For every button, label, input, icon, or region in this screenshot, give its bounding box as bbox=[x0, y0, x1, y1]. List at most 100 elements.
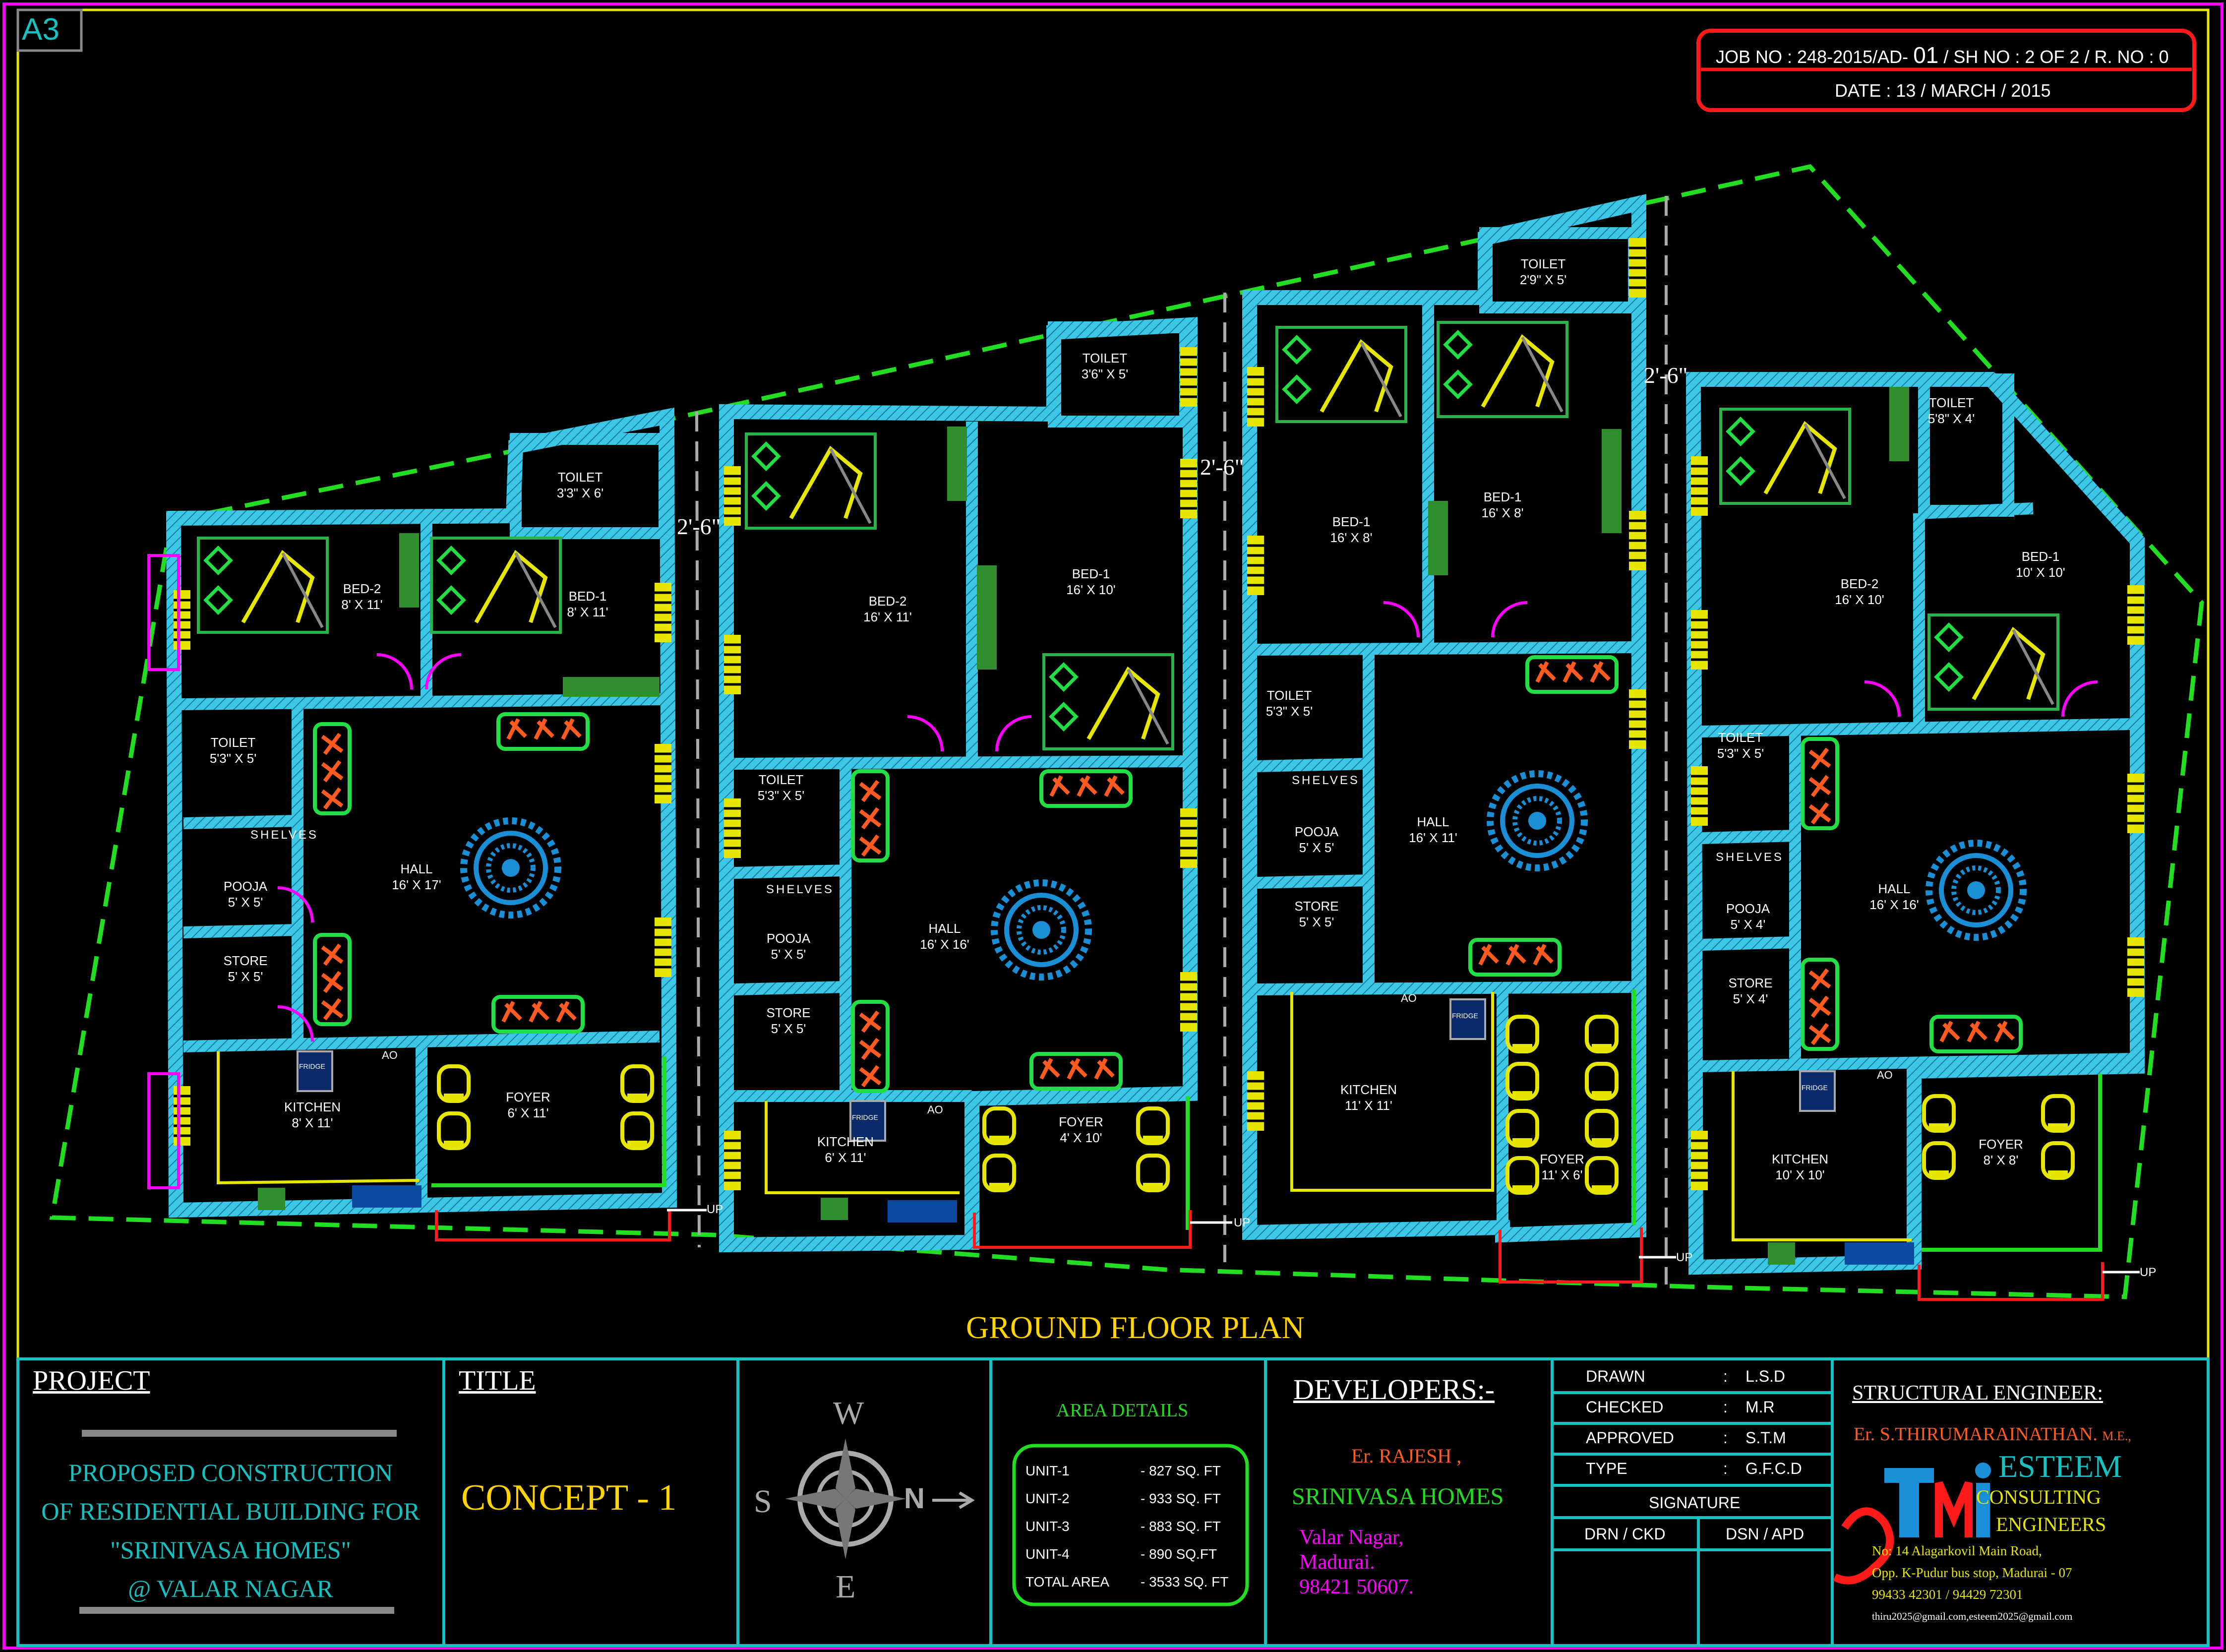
ao-tag-1: AO bbox=[382, 1049, 398, 1061]
room-name: HALL bbox=[928, 921, 961, 936]
room-dimension: 5' X 5' bbox=[1299, 840, 1334, 855]
room-name: BED-1 bbox=[1332, 514, 1371, 529]
approval-sep-1: : bbox=[1723, 1398, 1728, 1416]
room-name: KITCHEN bbox=[1340, 1082, 1397, 1097]
area-value-2: - 883 SQ. FT bbox=[1141, 1519, 1221, 1534]
room-dimension: 5' X 4' bbox=[1730, 917, 1766, 932]
job-num: 01 bbox=[1913, 42, 1939, 68]
dev-addr-1: Valar Nagar, bbox=[1299, 1526, 1404, 1549]
room-dimension: 16' X 17' bbox=[392, 877, 441, 892]
room-dimension: 16' X 16' bbox=[920, 937, 969, 952]
unit-3-plan bbox=[1242, 194, 1646, 1284]
firm-addr-4: thiru2025@gmail.com,esteem2025@gmail.com bbox=[1872, 1610, 2073, 1622]
sheet-size-label: A3 bbox=[22, 12, 60, 47]
room-name: BED-1 bbox=[1072, 566, 1110, 581]
room-dimension: 6' X 11' bbox=[507, 1105, 549, 1120]
room-name: POOJA bbox=[1726, 901, 1770, 916]
room-name: TOILET bbox=[1520, 256, 1566, 271]
room-name: STORE bbox=[1294, 899, 1339, 914]
setback-1: 2'-6" bbox=[677, 514, 721, 539]
dsn-apd-label: DSN / APD bbox=[1726, 1525, 1805, 1543]
room-name: TOILET bbox=[1082, 351, 1128, 366]
area-unit-2: UNIT-3 bbox=[1025, 1519, 1070, 1534]
room-dimension: 16' X 10' bbox=[1835, 592, 1884, 607]
shelves-tag-1: SHELVES bbox=[250, 828, 318, 842]
room-dimension: 11' X 6' bbox=[1541, 1167, 1583, 1182]
area-value-3: - 890 SQ.FT bbox=[1141, 1546, 1217, 1562]
esteem-logo bbox=[1833, 1463, 1991, 1585]
room-name: KITCHEN bbox=[817, 1134, 874, 1149]
room-dimension: 11' X 11' bbox=[1345, 1098, 1392, 1113]
firm-addr-3: 99433 42301 / 94429 72301 bbox=[1872, 1587, 2023, 1602]
unit-1-plan bbox=[147, 407, 677, 1241]
room-name: KITCHEN bbox=[284, 1100, 341, 1114]
firm-sub-2: ENGINEERS bbox=[1996, 1513, 2106, 1535]
project-line-3: "SRINIVASA HOMES" bbox=[110, 1536, 351, 1564]
developer-address: Valar Nagar, Madurai. 98421 50607. bbox=[1299, 1525, 1414, 1599]
project-line-1: PROPOSED CONSTRUCTION bbox=[68, 1459, 393, 1486]
up-tag-3: UP bbox=[1676, 1251, 1693, 1264]
area-value-4: - 3533 SQ. FT bbox=[1141, 1574, 1229, 1590]
approval-sep-2: : bbox=[1723, 1429, 1728, 1447]
approval-key-2: APPROVED bbox=[1586, 1429, 1674, 1447]
area-unit-4: TOTAL AREA bbox=[1025, 1574, 1110, 1590]
compass-rose bbox=[785, 1438, 975, 1559]
room-name: TOILET bbox=[1928, 395, 1974, 410]
structural-label: STRUCTURAL ENGINEER: bbox=[1852, 1382, 2103, 1405]
engineer-name: Er. S.THIRUMARAINATHAN. M.E., bbox=[1854, 1423, 2131, 1445]
shelves-tag-2: SHELVES bbox=[766, 883, 834, 896]
room-name: FOYER bbox=[506, 1090, 550, 1104]
firm-address: No: 14 Alagarkovil Main Road, Opp. K-Pud… bbox=[1872, 1540, 2072, 1627]
engineer-degree: M.E., bbox=[2102, 1429, 2131, 1443]
approval-val-0: L.S.D bbox=[1745, 1367, 1786, 1385]
room-name: BED-1 bbox=[1483, 489, 1522, 504]
room-dimension: 5' X 5' bbox=[771, 947, 806, 962]
dev-addr-3: 98421 50607. bbox=[1299, 1576, 1414, 1598]
project-label: PROJECT bbox=[33, 1365, 150, 1396]
job-prefix: JOB NO : 248-2015/AD- bbox=[1716, 47, 1909, 67]
ao-tag-2: AO bbox=[927, 1103, 943, 1116]
compass-east: E bbox=[836, 1569, 856, 1605]
unit-4-plan bbox=[1685, 372, 2144, 1301]
up-tag-4: UP bbox=[2140, 1266, 2157, 1279]
room-dimension: 16' X 11' bbox=[1409, 830, 1457, 845]
area-unit-1: UNIT-2 bbox=[1025, 1491, 1070, 1506]
room-dimension: 5' X 5' bbox=[1299, 915, 1334, 929]
plan-title: GROUND FLOOR PLAN bbox=[966, 1310, 1305, 1345]
room-dimension: 5' X 5' bbox=[228, 969, 263, 984]
room-dimension: 8' X 11' bbox=[567, 605, 608, 619]
room-dimension: 3'6" X 5' bbox=[1081, 367, 1129, 381]
approval-key-0: DRAWN bbox=[1586, 1367, 1645, 1385]
room-dimension: 2'9" X 5' bbox=[1519, 272, 1567, 287]
firm-addr-1: No: 14 Alagarkovil Main Road, bbox=[1872, 1543, 2042, 1558]
approval-val-1: M.R bbox=[1745, 1398, 1775, 1416]
room-dimension: 8' X 11' bbox=[341, 597, 383, 612]
firm-sub-1: CONSULTING bbox=[1976, 1486, 2101, 1508]
fridge-tag-3: FRIDGE bbox=[1452, 1012, 1478, 1020]
firm-addr-2: Opp. K-Pudur bus stop, Madurai - 07 bbox=[1872, 1565, 2072, 1580]
date-line: DATE : 13 / MARCH / 2015 bbox=[1835, 80, 2051, 101]
room-name: STORE bbox=[223, 953, 268, 968]
area-value-0: - 827 SQ. FT bbox=[1141, 1463, 1221, 1478]
signature-label: SIGNATURE bbox=[1649, 1494, 1741, 1512]
room-dimension: 5' X 4' bbox=[1733, 991, 1768, 1006]
divider-1 bbox=[695, 411, 701, 1248]
